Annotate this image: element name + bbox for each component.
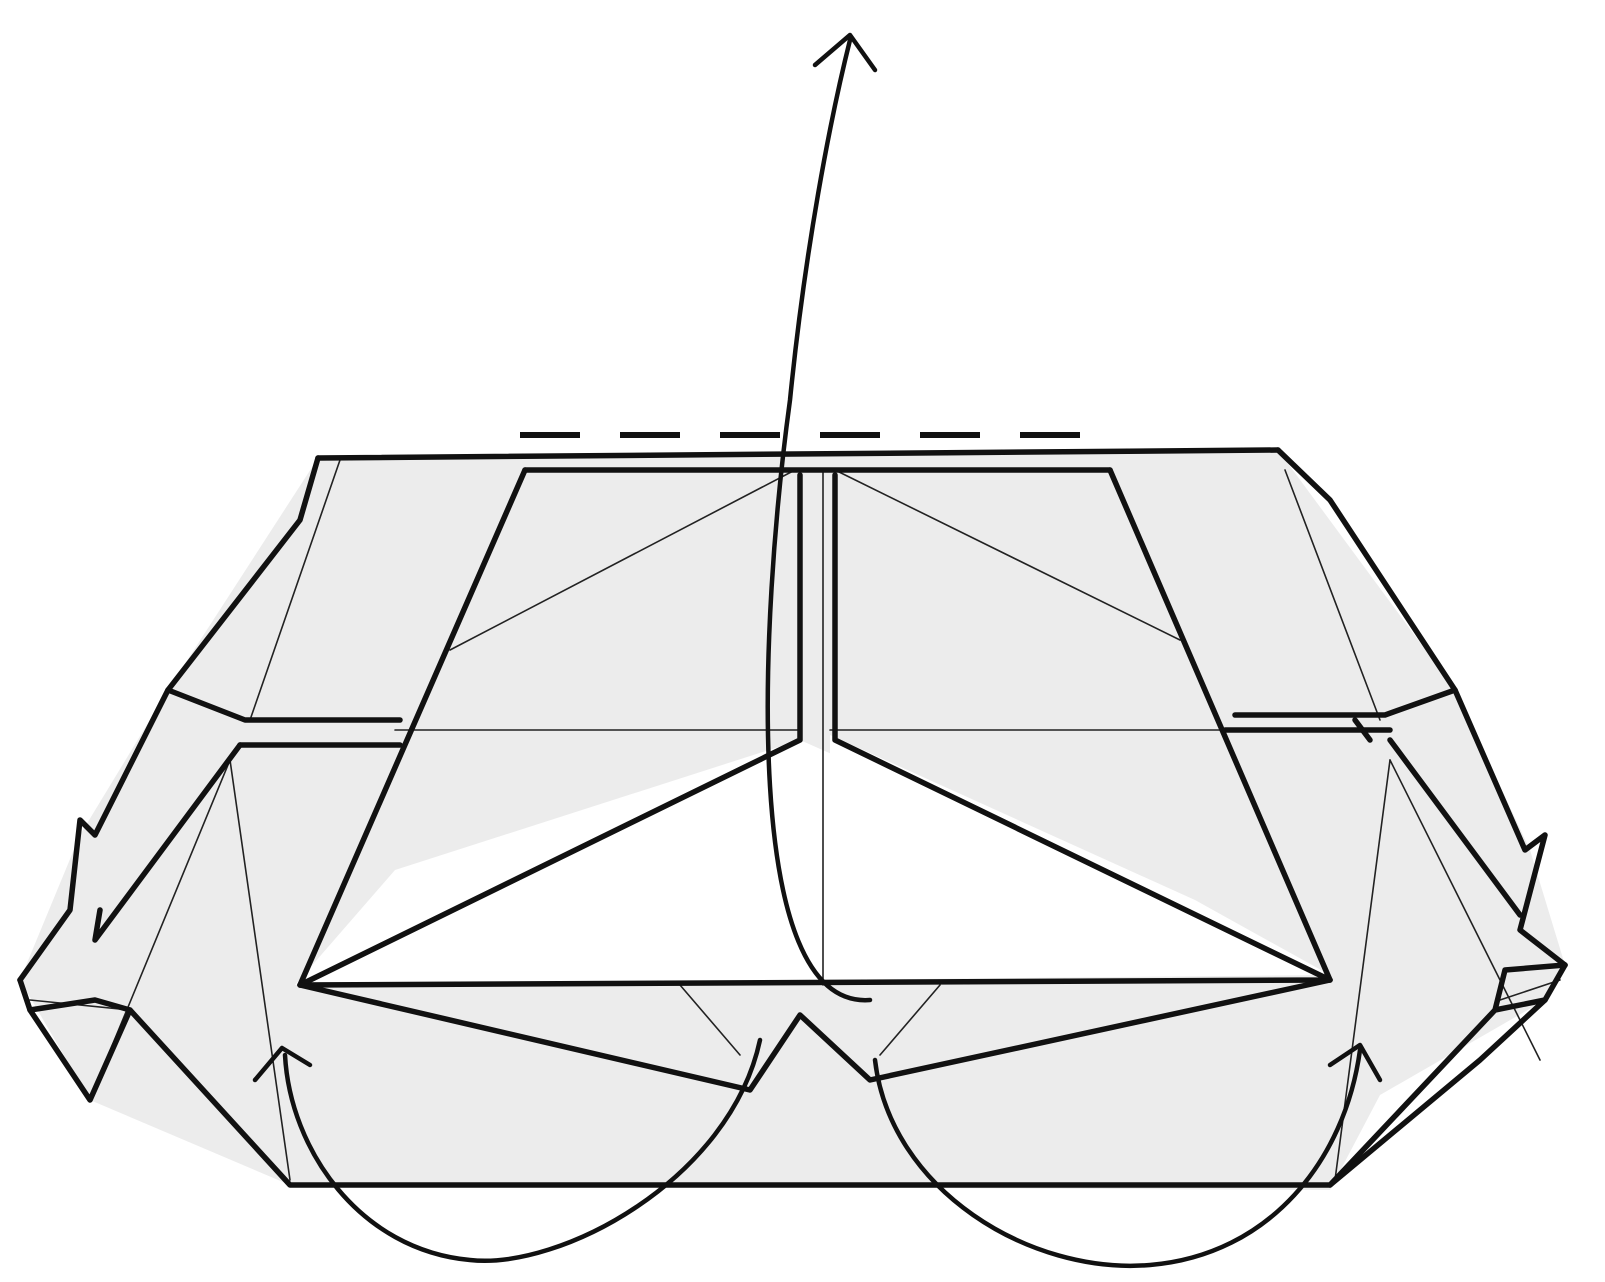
paper-body bbox=[20, 450, 1565, 1190]
